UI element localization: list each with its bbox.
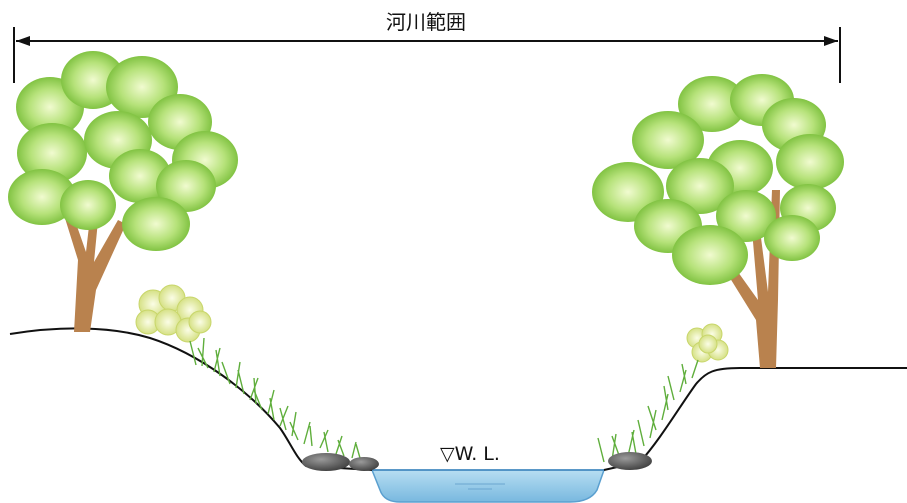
right-tree-trunk	[720, 190, 780, 368]
left-tree-canopy	[8, 51, 238, 251]
river-water: ▽W. L.	[370, 443, 606, 503]
range-arrow-left	[16, 36, 30, 46]
left-tree-trunk	[64, 200, 126, 332]
right-tree	[592, 74, 844, 368]
left-tree	[8, 51, 238, 332]
left-shrub	[135, 284, 212, 343]
right-grass	[597, 359, 699, 463]
right-tree-canopy	[592, 74, 844, 285]
range-dimension: 河川範囲	[13, 10, 841, 83]
range-label: 河川範囲	[386, 10, 466, 34]
water-level-label: ▽W. L.	[440, 443, 500, 465]
right-rocks	[608, 452, 652, 470]
left-grass	[189, 337, 361, 459]
right-shrub	[686, 323, 729, 363]
range-arrow-right	[824, 36, 838, 46]
water-body	[370, 469, 606, 503]
left-rocks	[302, 453, 379, 471]
